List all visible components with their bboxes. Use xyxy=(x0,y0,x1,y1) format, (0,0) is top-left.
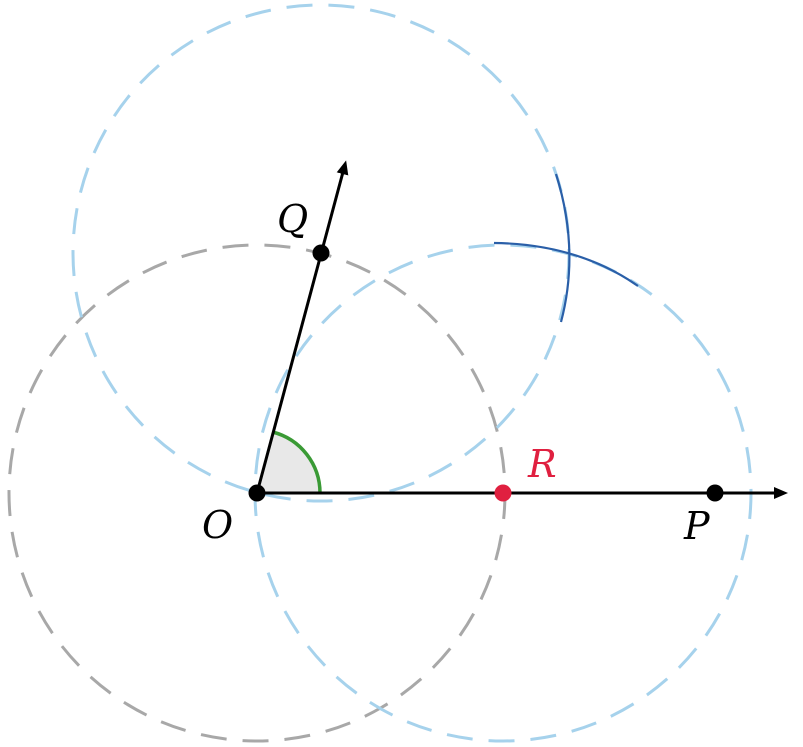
angle-wedge-fill xyxy=(257,432,320,493)
label-r: R xyxy=(527,442,557,486)
label-q: Q xyxy=(277,197,308,241)
point-o xyxy=(248,484,266,502)
construction-arc-from-q xyxy=(554,173,571,323)
angle-arc-green xyxy=(272,430,322,494)
point-q xyxy=(312,244,330,262)
point-r xyxy=(494,484,512,502)
construction-arc-from-r xyxy=(493,241,639,287)
point-p xyxy=(706,484,724,502)
label-o: O xyxy=(202,503,233,547)
ray-oq xyxy=(255,160,349,494)
label-p: P xyxy=(683,504,711,548)
